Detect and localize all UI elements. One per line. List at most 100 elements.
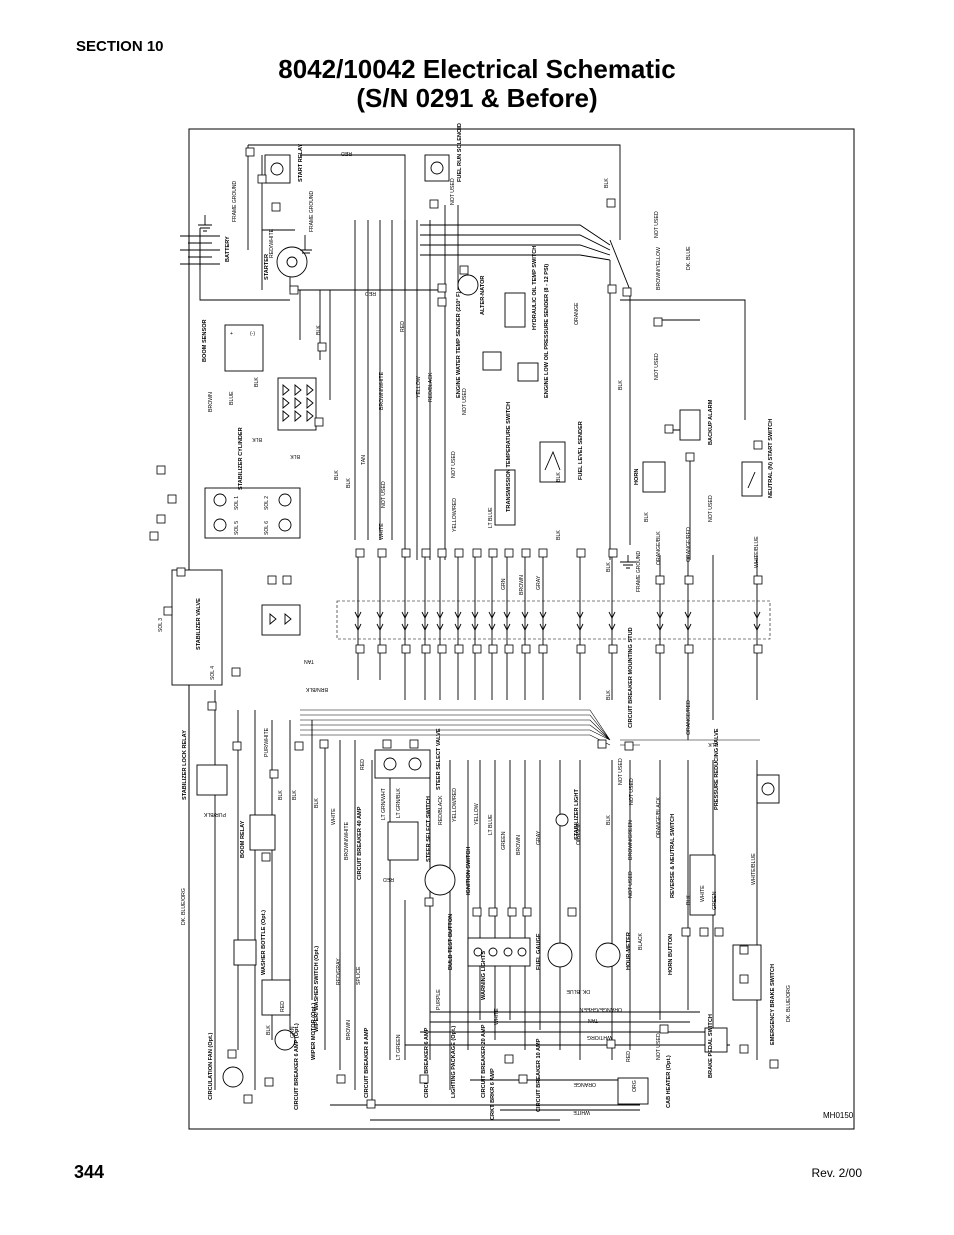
svg-text:WHITE: WHITE — [573, 1109, 590, 1115]
svg-text:LT GRN/WHT: LT GRN/WHT — [381, 787, 387, 820]
alternator: ALTER-NATOR — [457, 274, 486, 315]
svg-text:NOT USED: NOT USED — [654, 353, 660, 380]
revision-label: Rev. 2/00 — [811, 1166, 862, 1180]
svg-text:FRAME GROUND: FRAME GROUND — [636, 551, 642, 593]
svg-text:STEER SELECT VALVE: STEER SELECT VALVE — [436, 728, 442, 790]
page-title: 8042/10042 Electrical Schematic (S/N 029… — [0, 55, 954, 113]
svg-text:FRAME GROUND: FRAME GROUND — [309, 191, 315, 233]
svg-text:GRN: GRN — [501, 578, 507, 590]
svg-text:BROWN/WHITE: BROWN/WHITE — [379, 371, 385, 410]
svg-text:EMERGENCY BRAKE SWITCH: EMERGENCY BRAKE SWITCH — [770, 964, 776, 1045]
svg-text:BLK: BLK — [618, 380, 624, 390]
svg-text:BROWN: BROWN — [516, 835, 522, 855]
connector-pins — [354, 611, 761, 632]
cb-8-label: CIRCUIT BREAKER 8 AMP — [364, 1027, 370, 1098]
svg-text:BRN/BLK: BRN/BLK — [305, 686, 328, 692]
frame-ground-3: FRAME GROUND — [620, 551, 642, 593]
svg-text:PUR/WHITE: PUR/WHITE — [264, 727, 270, 757]
stabilizer-cylinder: STABILIZER CYLINDER SOL 1 SOL 5 SOL 2 SO… — [204, 427, 301, 539]
svg-text:YELLOW: YELLOW — [474, 803, 480, 825]
backup-alarm: BACKUP ALARM — [679, 399, 714, 445]
svg-text:BLK: BLK — [266, 1025, 272, 1035]
svg-text:BOOM SENSOR: BOOM SENSOR — [202, 319, 208, 362]
svg-text:NOT USED: NOT USED — [618, 758, 624, 785]
hour-meter: HOUR-METER — [595, 932, 632, 970]
svg-text:BROWN/YELLOW: BROWN/YELLOW — [656, 247, 662, 290]
diode-block-2 — [261, 604, 301, 636]
transmission-temp-switch: TRANSMISSION TEMPERATURE SWITCH — [494, 402, 516, 526]
svg-text:ORANGE: ORANGE — [573, 1081, 596, 1087]
svg-text:BROWN: BROWN — [346, 1020, 352, 1040]
hydraulic-oil-temp-switch: HYDRAULIC OIL TEMP SWITCH — [504, 246, 538, 330]
svg-text:BLK: BLK — [686, 895, 692, 905]
svg-text:BLK: BLK — [346, 478, 352, 488]
main-connector — [336, 600, 771, 640]
boom-sensor: + (-) BOOM SENSOR — [202, 319, 264, 372]
section-label: SECTION 10 — [76, 38, 164, 55]
svg-text:NOT USED: NOT USED — [656, 1033, 662, 1060]
circulation-fan: CIRCULATION FAN (Opt.) — [208, 1033, 244, 1100]
svg-text:TRANSMISSION TEMPERATURE SWITC: TRANSMISSION TEMPERATURE SWITCH — [506, 402, 512, 512]
svg-text:HOUR-METER: HOUR-METER — [626, 932, 632, 970]
svg-text:WHITE: WHITE — [331, 808, 337, 825]
brake-pedal-switch: BRAKE PEDAL SWITCH — [704, 1014, 728, 1078]
svg-text:WARNING LIGHTS: WARNING LIGHTS — [481, 951, 487, 1000]
svg-text:BLK: BLK — [606, 562, 612, 572]
svg-text:ENGINE LOW OIL PRESSURE SENDER: ENGINE LOW OIL PRESSURE SENDER (8 - 12 P… — [544, 264, 550, 398]
svg-text:BLK: BLK — [556, 530, 562, 540]
lower-wiring — [214, 690, 758, 1121]
svg-text:HORN: HORN — [634, 469, 640, 485]
svg-text:NOT USED: NOT USED — [451, 451, 457, 478]
svg-text:STABILIZER VALVE: STABILIZER VALVE — [196, 598, 202, 650]
svg-text:WIPER MOTOR (Opt.): WIPER MOTOR (Opt.) — [311, 1003, 317, 1060]
svg-text:ORANGE/BLK: ORANGE/BLK — [656, 531, 662, 565]
svg-text:YELLOW/RED: YELLOW/RED — [452, 788, 458, 822]
svg-text:BLK: BLK — [252, 436, 262, 442]
svg-text:IGNITION SWITCH: IGNITION SWITCH — [466, 847, 472, 895]
svg-text:BLK: BLK — [254, 377, 260, 387]
svg-text:NOT USED: NOT USED — [462, 388, 468, 415]
svg-text:YELLOW/RED: YELLOW/RED — [452, 498, 458, 532]
warning-lights: WARNING LIGHTS — [467, 937, 531, 1000]
svg-text:RED: RED — [365, 290, 376, 296]
svg-text:CAB HEATER (Opt.): CAB HEATER (Opt.) — [666, 1055, 672, 1108]
svg-text:RED/BLACK: RED/BLACK — [428, 372, 434, 402]
svg-text:WHITE/BLUE: WHITE/BLUE — [751, 853, 757, 885]
cb-10-label: CIRCUIT BREAKER 10 AMP — [536, 1038, 542, 1112]
svg-text:BLUE: BLUE — [229, 391, 235, 405]
svg-text:LT GRN/BLK: LT GRN/BLK — [396, 788, 402, 818]
svg-text:START RELAY: START RELAY — [298, 144, 304, 182]
circuit-breaker-40-label: CIRCUIT BREAKER 40 AMP — [357, 806, 363, 880]
svg-text:ORANGE: ORANGE — [576, 822, 582, 845]
svg-text:BLK: BLK — [604, 178, 610, 188]
emergency-brake-switch: EMERGENCY BRAKE SWITCH — [732, 944, 776, 1045]
svg-text:ALTER-NATOR: ALTER-NATOR — [480, 276, 486, 315]
engine-water-temp-sender: ENGINE WATER TEMP SENDER (210° F) — [456, 291, 502, 398]
svg-text:SPLICE: SPLICE — [356, 966, 362, 985]
pressure-reducing-valve: PRESSURE REDUCING VALVE — [714, 728, 780, 810]
svg-text:BROWN: BROWN — [519, 575, 525, 595]
svg-text:DK. BLUE/ORG: DK. BLUE/ORG — [786, 985, 792, 1022]
svg-text:NOT USED: NOT USED — [450, 178, 456, 205]
svg-text:WIPER/ WASHER SWITCH (Opt.): WIPER/ WASHER SWITCH (Opt.) — [314, 946, 320, 1032]
svg-text:RED: RED — [400, 321, 406, 332]
wiper-motor: WIPER MOTOR (Opt.) — [274, 1003, 317, 1060]
svg-text:BRAKE PEDAL SWITCH: BRAKE PEDAL SWITCH — [708, 1014, 714, 1078]
svg-text:GRN: GRN — [290, 1026, 296, 1038]
svg-text:WHITE: WHITE — [379, 523, 385, 540]
svg-text:FUEL RUN SOLENOID: FUEL RUN SOLENOID — [457, 123, 463, 182]
svg-text:RED: RED — [626, 1051, 632, 1062]
cb-wiper-label: CIRCUIT BREAKER 6 AMP (Opt.) — [294, 1023, 300, 1110]
title-line-2: (S/N 0291 & Before) — [356, 83, 598, 113]
stabilizer-valve: STABILIZER VALVE SOL 3 SOL 4 — [158, 569, 223, 686]
svg-text:BLK: BLK — [606, 690, 612, 700]
crkt-brkr-label: CRKT BRKR 6 AMP — [490, 1068, 496, 1120]
svg-text:TAN: TAN — [304, 658, 314, 664]
svg-text:RED: RED — [280, 1001, 286, 1012]
svg-text:PRESSURE REDUCING VALVE: PRESSURE REDUCING VALVE — [714, 728, 720, 810]
svg-text:SOL 3: SOL 3 — [158, 618, 164, 632]
svg-text:SOL 1: SOL 1 — [234, 496, 240, 510]
svg-text:DK. BLUE: DK. BLUE — [566, 988, 590, 994]
svg-text:BROWN: BROWN — [208, 392, 214, 412]
